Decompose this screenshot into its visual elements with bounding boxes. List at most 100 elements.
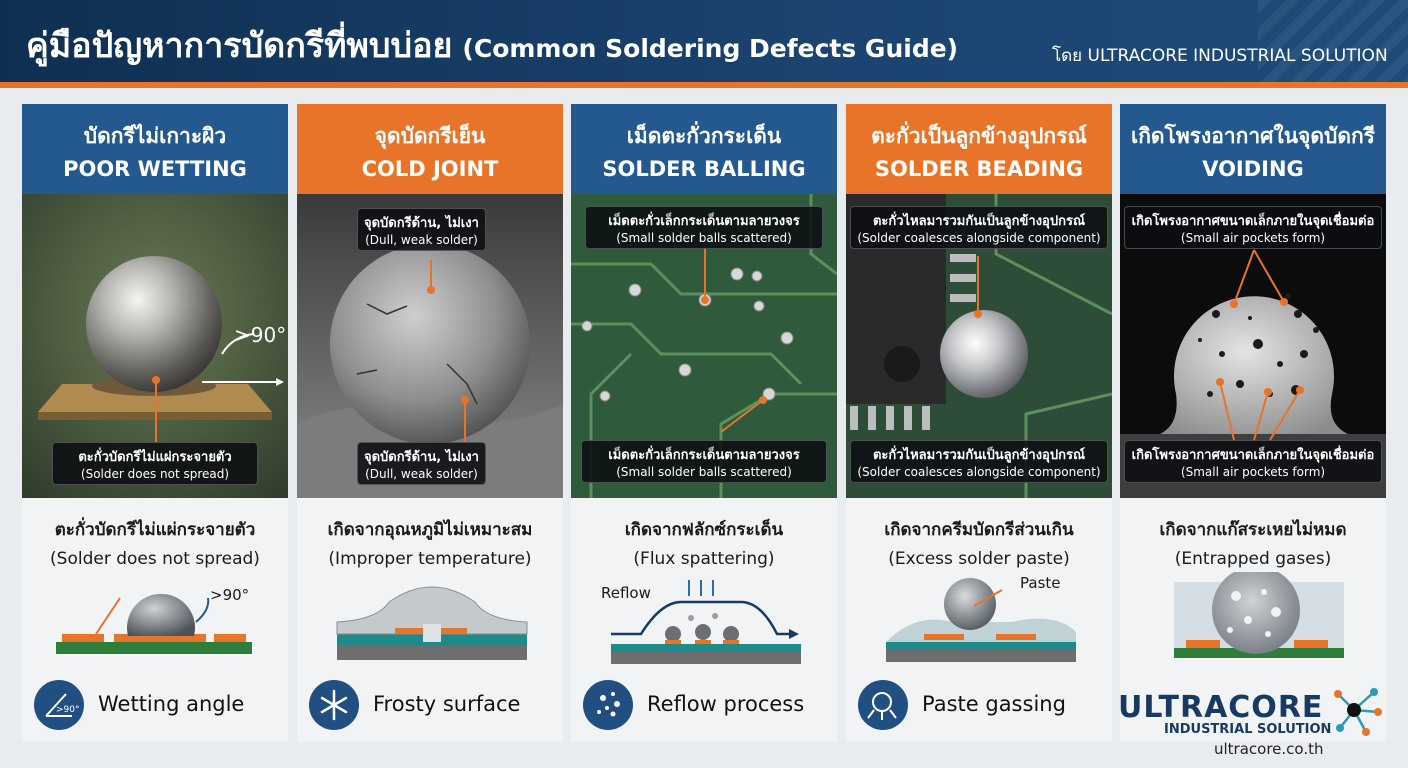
callout-top-english: (Solder coalesces alongside component) (857, 231, 1101, 245)
callout-bottom-thai: เกิดโพรงอากาศขนาดเล็กภายในจุดเชื่อมต่อ (1131, 448, 1375, 463)
wetting-diagram (56, 593, 252, 654)
defect-cause: ตะกั่วบัดกรีไม่แผ่กระจายตัว (Solder does… (22, 516, 288, 569)
cross-section-diagram (1130, 566, 1376, 672)
callout-top-english: (Small solder balls scattered) (616, 231, 792, 245)
callout-bottom-english: (Small solder balls scattered) (616, 465, 792, 479)
cause-english: (Improper temperature) (328, 549, 532, 569)
feature-frosty-surface: Frosty surface (309, 680, 553, 732)
cause-thai: เกิดจากครีมบัดกรีส่วนเกิน (884, 520, 1074, 540)
header-banner: คู่มือปัญหาการบัดกรีที่พบบ่อย (Common Sol… (0, 0, 1408, 88)
defect-photo: >90° ตะกั่วบัดกรีไม่แผ่กระจายตัว (Solder… (22, 194, 288, 498)
diagram-paste-label: Paste (1020, 574, 1061, 592)
card-title-thai: บัดกรีไม่เกาะผิว (83, 124, 227, 148)
cross-section-diagram: Paste (856, 572, 1102, 672)
cause-thai: เกิดจากแก๊สระเหยไม่หมด (1159, 520, 1347, 540)
card-header: เกิดโพรงอากาศในจุดบัดกรี VOIDING (1120, 104, 1386, 194)
defect-cause: เกิดจากแก๊สระเหยไม่หมด (Entrapped gases) (1120, 516, 1386, 569)
snowflake-icon (309, 680, 359, 730)
callout-bottom-thai: ตะกั่วไหลมารวมกันเป็นลูกข้างอุปกรณ์ (872, 448, 1086, 463)
callout-top-english: (Dull, weak solder) (365, 233, 478, 247)
callout-top-thai: เกิดโพรงอากาศขนาดเล็กภายในจุดเชื่อมต่อ (1131, 214, 1375, 229)
cause-english: (Excess solder paste) (888, 549, 1070, 569)
card-header: ตะกั่วเป็นลูกข้างอุปกรณ์ SOLDER BEADING (846, 104, 1112, 194)
card-title-thai: ตะกั่วเป็นลูกข้างอุปกรณ์ (871, 124, 1087, 148)
card-title-english: COLD JOINT (361, 157, 499, 181)
angle-icon: >90° (34, 680, 84, 730)
card-title-thai: เม็ดตะกั่วกระเด็น (626, 124, 782, 148)
card-cold-joint: จุดบัดกรีเย็น COLD JOINT จุดบัดกรีด้าน, … (297, 104, 563, 742)
cause-thai: เกิดจากอุณหภูมิไม่เหมาะสม (327, 520, 533, 540)
beading-diagram (886, 578, 1076, 662)
feature-paste-gassing: Paste gassing (858, 680, 1102, 732)
callout-bottom: เกิดโพรงอากาศขนาดเล็กภายในจุดเชื่อมต่อ (… (1124, 440, 1382, 483)
defect-photo: ตะกั่วไหลมารวมกันเป็นลูกข้างอุปกรณ์ (Sol… (846, 194, 1112, 498)
callout-top: ตะกั่วไหลมารวมกันเป็นลูกข้างอุปกรณ์ (Sol… (850, 206, 1108, 249)
callout-bottom-thai: จุดบัดกรีด้าน, ไม่เงา (364, 450, 479, 465)
callout-bottom: ตะกั่วไหลมารวมกันเป็นลูกข้างอุปกรณ์ (Sol… (850, 440, 1108, 483)
circuit-node-icon (1334, 688, 1382, 736)
cross-section-diagram (307, 572, 553, 672)
header-byline: โดย ULTRACORE INDUSTRIAL SOLUTION (1052, 46, 1388, 66)
callout-top-thai: จุดบัดกรีด้าน, ไม่เงา (364, 216, 479, 231)
card-poor-wetting: บัดกรีไม่เกาะผิว POOR WETTING >90° ตะกั่… (22, 104, 288, 742)
callout-top-thai: ตะกั่วไหลมารวมกันเป็นลูกข้างอุปกรณ์ (872, 214, 1086, 229)
card-title-thai: เกิดโพรงอากาศในจุดบัดกรี (1131, 124, 1375, 148)
cold-joint-diagram (336, 586, 528, 660)
feature-label: Reflow process (647, 692, 805, 716)
callout-bottom: ตะกั่วบัดกรีไม่แผ่กระจายตัว (Solder does… (52, 442, 258, 485)
card-title-english: VOIDING (1202, 157, 1304, 181)
card-header: บัดกรีไม่เกาะผิว POOR WETTING (22, 104, 288, 194)
card-title-english: POOR WETTING (63, 157, 247, 181)
gassing-icon (858, 680, 908, 730)
defect-photo: เม็ดตะกั่วเล็กกระเด็นตามลายวงจร (Small s… (571, 194, 837, 498)
callout-bottom-english: (Solder does not spread) (80, 467, 230, 481)
cause-english: (Entrapped gases) (1174, 549, 1332, 569)
voiding-diagram (1174, 566, 1344, 658)
logo-wordmark: ULTRACORE (1118, 690, 1324, 725)
callout-bottom-thai: เม็ดตะกั่วเล็กกระเด็นตามลายวงจร (608, 448, 800, 463)
logo-subtitle: INDUSTRIAL SOLUTION (1164, 722, 1332, 737)
svg-text:>90°: >90° (56, 705, 80, 715)
callout-top: จุดบัดกรีด้าน, ไม่เงา (Dull, weak solder… (357, 208, 486, 251)
card-title-english: SOLDER BEADING (874, 157, 1084, 181)
callout-top-thai: เม็ดตะกั่วเล็กกระเด็นตามลายวงจร (608, 214, 800, 229)
page-title: คู่มือปัญหาการบัดกรีที่พบบ่อย (Common Sol… (26, 18, 958, 72)
spatter-icon (583, 680, 633, 730)
company-logo: ULTRACORE INDUSTRIAL SOLUTION ultracore.… (1118, 668, 1394, 760)
callout-top-english: (Small air pockets form) (1180, 231, 1326, 245)
angle-label: >90° (234, 323, 286, 347)
page-title-english: (Common Soldering Defects Guide) (462, 34, 959, 63)
callout-bottom: เม็ดตะกั่วเล็กกระเด็นตามลายวงจร (Small s… (581, 440, 827, 483)
callout-bottom-english: (Dull, weak solder) (365, 467, 478, 481)
cause-english: (Solder does not spread) (50, 549, 260, 569)
feature-label: Paste gassing (922, 692, 1066, 716)
feature-label: Frosty surface (373, 692, 521, 716)
cross-section-diagram: >90° (32, 572, 278, 672)
page-title-thai: คู่มือปัญหาการบัดกรีที่พบบ่อย (26, 26, 453, 66)
callout-top: เม็ดตะกั่วเล็กกระเด็นตามลายวงจร (Small s… (585, 206, 823, 249)
cause-thai: ตะกั่วบัดกรีไม่แผ่กระจายตัว (54, 520, 256, 540)
callout-top: เกิดโพรงอากาศขนาดเล็กภายในจุดเชื่อมต่อ (… (1124, 206, 1382, 249)
header-accent-bar (0, 82, 1408, 88)
callout-bottom-thai: ตะกั่วบัดกรีไม่แผ่กระจายตัว (78, 450, 232, 465)
defect-cause: เกิดจากครีมบัดกรีส่วนเกิน (Excess solder… (846, 516, 1112, 569)
defect-cause: เกิดจากอุณหภูมิไม่เหมาะสม (Improper temp… (297, 516, 563, 569)
diagram-angle-label: >90° (210, 586, 250, 604)
callout-bottom: จุดบัดกรีด้าน, ไม่เงา (Dull, weak solder… (357, 442, 486, 485)
defect-photo: เกิดโพรงอากาศขนาดเล็กภายในจุดเชื่อมต่อ (… (1120, 194, 1386, 498)
card-title-thai: จุดบัดกรีเย็น (374, 124, 486, 148)
defect-photo: จุดบัดกรีด้าน, ไม่เงา (Dull, weak solder… (297, 194, 563, 498)
feature-reflow-process: Reflow process (583, 680, 827, 732)
card-title-english: SOLDER BALLING (602, 157, 806, 181)
card-header: จุดบัดกรีเย็น COLD JOINT (297, 104, 563, 194)
reflow-diagram (611, 580, 801, 664)
card-voiding: เกิดโพรงอากาศในจุดบัดกรี VOIDING เกิดโพร… (1120, 104, 1386, 742)
header-stripe-pattern (1258, 0, 1408, 82)
defect-cause: เกิดจากฟลักซ์กระเด็น (Flux spattering) (571, 516, 837, 569)
feature-wetting-angle: >90° Wetting angle (34, 680, 278, 732)
cross-section-diagram: Reflow (581, 572, 827, 672)
callout-bottom-english: (Solder coalesces alongside component) (857, 465, 1101, 479)
card-solder-beading: ตะกั่วเป็นลูกข้างอุปกรณ์ SOLDER BEADING … (846, 104, 1112, 742)
cause-english: (Flux spattering) (633, 549, 775, 569)
card-solder-balling: เม็ดตะกั่วกระเด็น SOLDER BALLING เ (571, 104, 837, 742)
